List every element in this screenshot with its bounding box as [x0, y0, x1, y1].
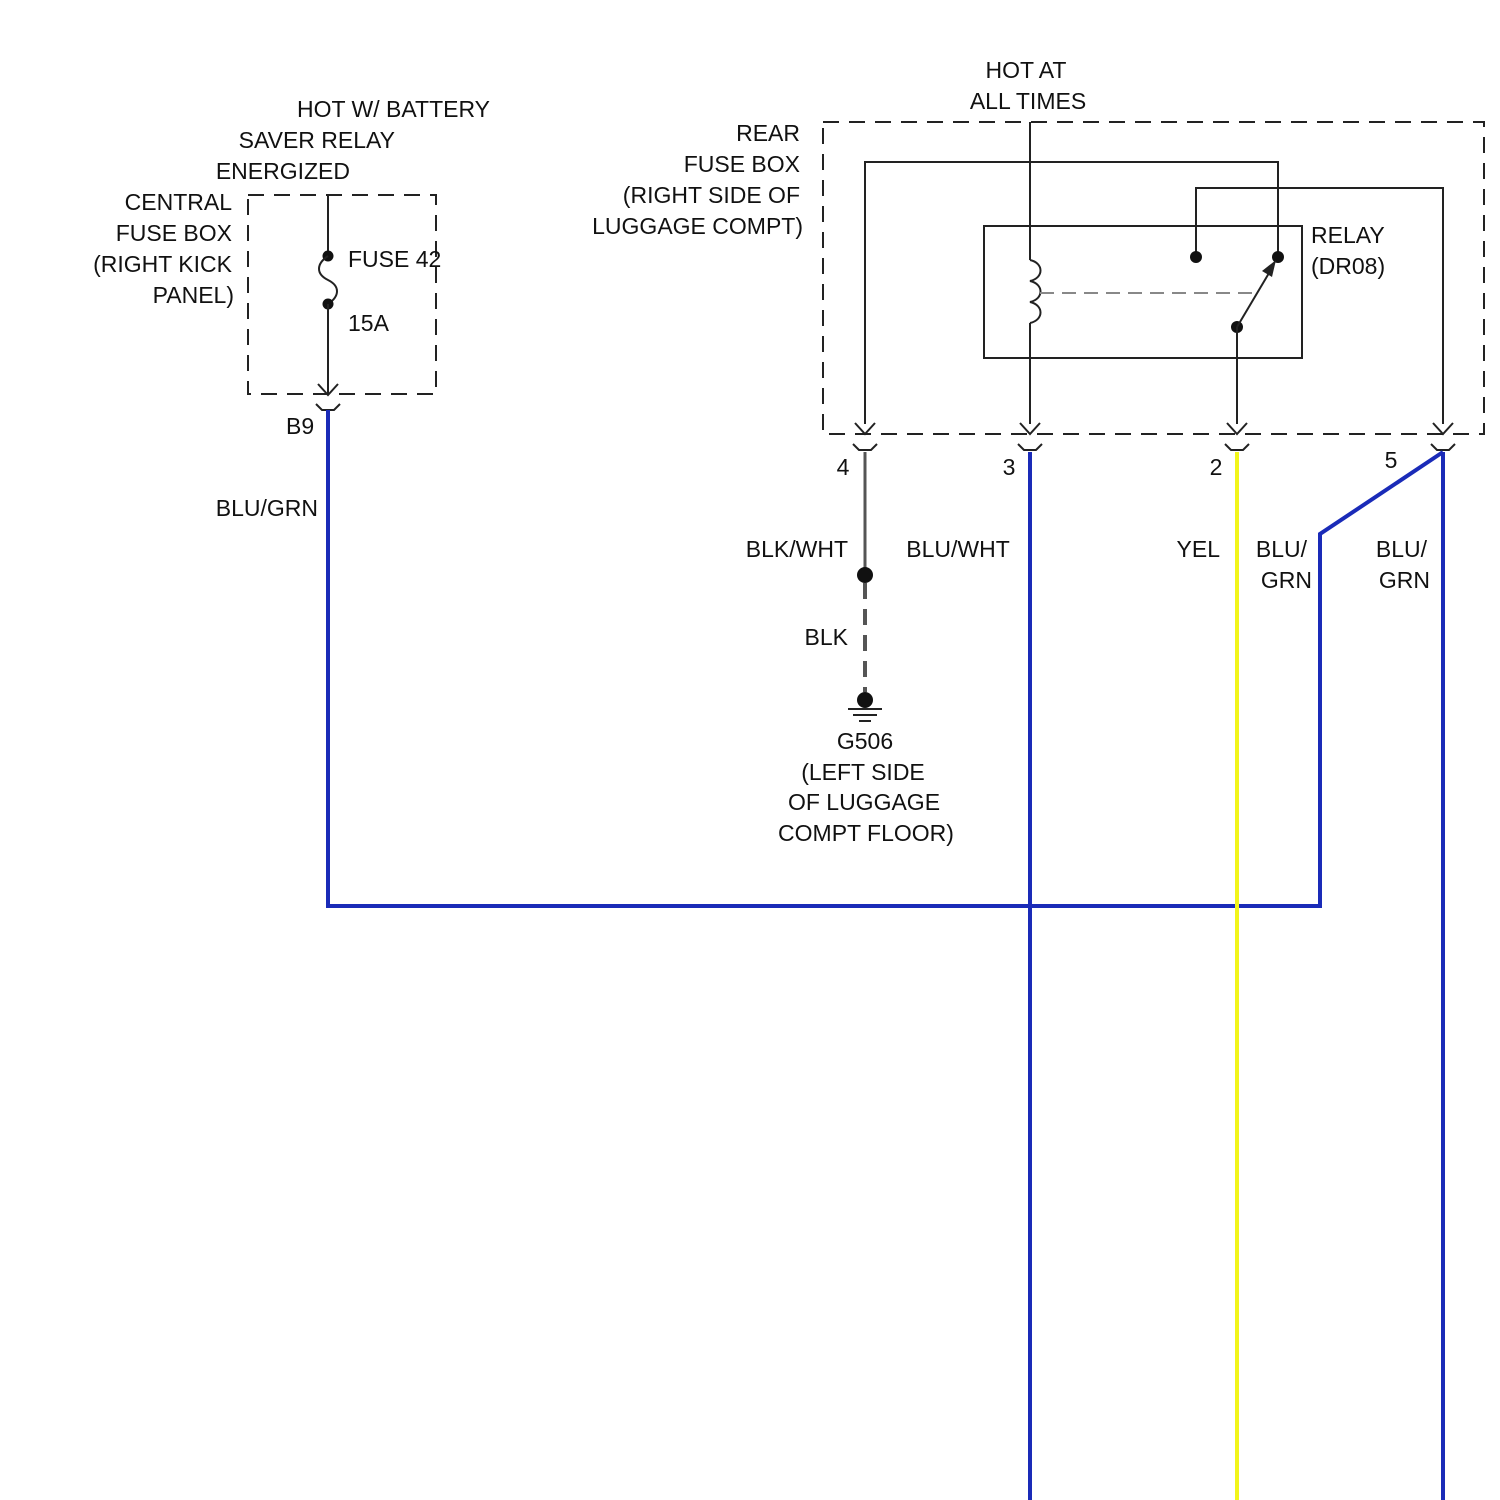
central-fuse-box-name-4: PANEL) — [153, 282, 234, 308]
pin3-label: 3 — [1003, 454, 1016, 480]
fuse-name-label: FUSE 42 — [348, 246, 441, 272]
ground-name-1: G506 — [837, 728, 893, 754]
central-hot-label-2: SAVER RELAY — [239, 127, 395, 153]
blu-grn-label-left-2: GRN — [1261, 567, 1312, 593]
rear-fuse-box-name-3: (RIGHT SIDE OF — [623, 182, 800, 208]
rear-fuse-box-name-4: LUGGAGE COMPT) — [592, 213, 803, 239]
central-fuse-box-name-2: FUSE BOX — [116, 220, 232, 246]
blk-wht-label: BLK/WHT — [746, 536, 848, 562]
central-hot-label-3: ENERGIZED — [216, 158, 350, 184]
central-hot-label-1: HOT W/ BATTERY — [297, 96, 490, 122]
pin2-label: 2 — [1210, 454, 1223, 480]
blu-grn-label-left-1: BLU/ — [1256, 536, 1308, 562]
blu-grn-label-right-2: GRN — [1379, 567, 1430, 593]
ground-name-2: (LEFT SIDE — [801, 759, 925, 785]
central-fuse-box-name-1: CENTRAL — [125, 189, 233, 215]
relay-contact-no — [1272, 251, 1284, 263]
pin4-label: 4 — [837, 454, 850, 480]
ground-terminal — [857, 692, 873, 708]
relay-contact-nc — [1190, 251, 1202, 263]
relay-name-label: RELAY — [1311, 222, 1385, 248]
central-fuse-box-name-3: (RIGHT KICK — [93, 251, 233, 277]
splice-point — [857, 567, 873, 583]
fuse-rating-label: 15A — [348, 310, 390, 336]
rear-hot-label-1: HOT AT — [986, 57, 1067, 83]
blu-wht-label: BLU/WHT — [906, 536, 1010, 562]
blu-grn-wire-label-left: BLU/GRN — [216, 495, 318, 521]
blk-label: BLK — [805, 624, 849, 650]
ground-name-3: OF LUGGAGE — [788, 789, 940, 815]
blu-grn-label-right-1: BLU/ — [1376, 536, 1428, 562]
rear-fuse-box-name-1: REAR — [736, 120, 800, 146]
rear-fuse-box-name-2: FUSE BOX — [684, 151, 800, 177]
pin5-label: 5 — [1385, 447, 1398, 473]
rear-hot-label-2: ALL TIMES — [970, 88, 1086, 114]
ground-name-4: COMPT FLOOR) — [778, 820, 954, 846]
relay-code-label: (DR08) — [1311, 253, 1385, 279]
connector-b9-label: B9 — [286, 413, 314, 439]
yel-label: YEL — [1177, 536, 1221, 562]
